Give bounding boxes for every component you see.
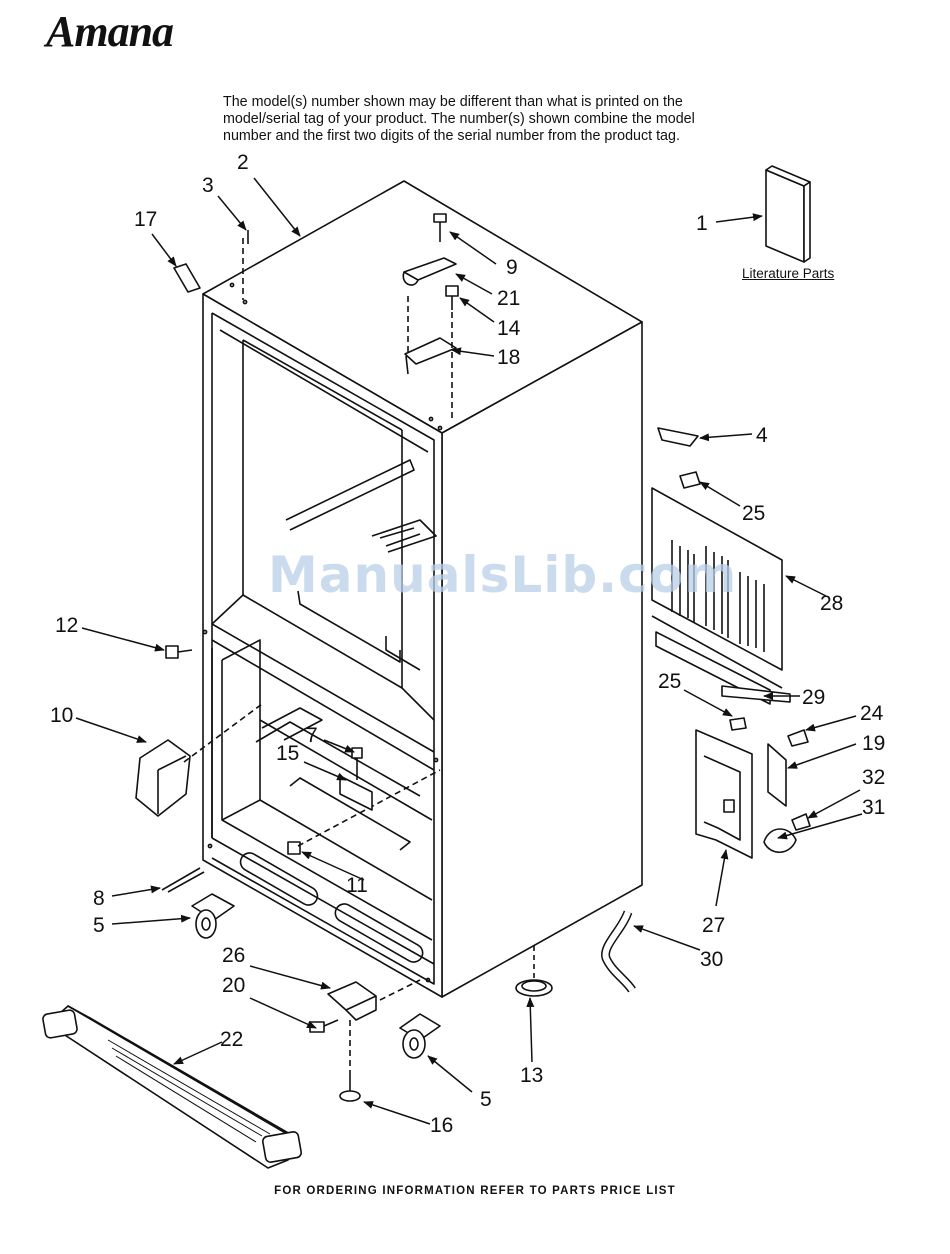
callout-3: 3	[202, 174, 214, 197]
literature-parts-label: Literature Parts	[742, 266, 835, 281]
callout-24: 24	[860, 702, 884, 725]
callout-28: 28	[820, 592, 843, 615]
callout-15: 15	[276, 742, 299, 765]
callout-22: 22	[220, 1028, 243, 1051]
callout-30: 30	[700, 948, 723, 971]
literature-booklet	[765, 165, 811, 263]
callout-29: 29	[802, 686, 825, 709]
callout-25-bottom: 25	[658, 670, 681, 693]
header-note-line: The model(s) number shown may be differe…	[223, 94, 683, 110]
header-note-line: model/serial tag of your product. The nu…	[223, 111, 695, 127]
callout-14: 14	[497, 317, 521, 340]
rear-access-panel	[651, 427, 783, 689]
callout-21: 21	[497, 287, 520, 310]
callout-2: 2	[237, 151, 249, 174]
callout-11: 11	[346, 874, 368, 897]
screw-set	[161, 230, 441, 1033]
trim-piece	[173, 263, 201, 293]
header-note: The model(s) number shown may be differe…	[223, 94, 783, 145]
callout-7: 7	[306, 724, 318, 747]
drain-tube	[601, 910, 636, 993]
front-caster-left	[191, 893, 235, 939]
callout-1: 1	[696, 212, 708, 235]
callout-16: 16	[430, 1114, 453, 1137]
control-housing	[135, 703, 263, 817]
callout-5-right: 5	[480, 1088, 492, 1111]
callout-10: 10	[50, 704, 73, 727]
brand-logo: Amana	[46, 7, 174, 56]
header-note-line: number and the first two digits of the s…	[223, 128, 680, 144]
drain-plug	[515, 946, 553, 997]
top-hinge-assembly	[242, 213, 459, 420]
rail-strip	[655, 631, 791, 705]
callout-17: 17	[134, 208, 157, 231]
front-caster-right	[399, 1013, 441, 1059]
callout-26: 26	[222, 944, 245, 967]
leveling-leg	[339, 1076, 361, 1102]
callout-27: 27	[702, 914, 725, 937]
callout-32: 32	[862, 766, 885, 789]
callout-8: 8	[93, 887, 105, 910]
callout-19: 19	[862, 732, 885, 755]
callout-25-top: 25	[742, 502, 765, 525]
callout-20: 20	[222, 974, 245, 997]
callout-12: 12	[55, 614, 78, 637]
callout-9: 9	[506, 256, 518, 279]
refrigerator-cabinet	[202, 180, 643, 998]
callout-4: 4	[756, 424, 768, 447]
roller-bracket	[327, 979, 421, 1080]
watermark: ManualsLib.com	[268, 546, 738, 604]
callout-31: 31	[862, 796, 885, 819]
mounting-bracket	[695, 717, 811, 859]
footer-note: FOR ORDERING INFORMATION REFER TO PARTS …	[274, 1185, 676, 1197]
callout-18: 18	[497, 346, 520, 369]
callout-5-left: 5	[93, 914, 105, 937]
callout-13: 13	[520, 1064, 543, 1087]
base-grille	[42, 1005, 302, 1169]
